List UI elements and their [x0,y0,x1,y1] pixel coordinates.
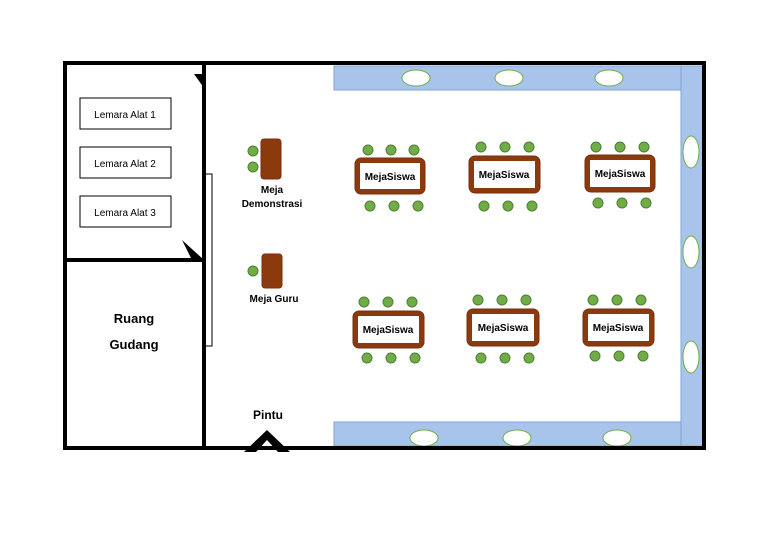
window [682,340,700,374]
teacher-table-label: Meja Guru [250,294,299,305]
chair [520,294,532,306]
student-table-group: MejaSiswa [466,294,540,364]
storage-door-marker [194,74,204,88]
walls [63,61,706,450]
chair [408,144,420,156]
chair [637,350,649,362]
chair [475,141,487,153]
cabinet-label: Lemara Alat 1 [94,110,156,121]
chair [616,197,628,209]
chair [409,352,421,364]
chair [587,294,599,306]
chair [364,200,376,212]
student-table-label: MejaSiswa [478,323,529,334]
window [602,429,632,447]
window [594,69,624,87]
chair [635,294,647,306]
storage-door-marker [182,240,204,260]
chair [640,197,652,209]
cabinet: Lemara Alat 1 [79,97,172,130]
door-marker [244,430,290,452]
chair [472,294,484,306]
window [409,429,439,447]
chair [523,141,535,153]
student-table-label: MejaSiswa [595,169,646,180]
student-table-label: MejaSiswa [479,170,530,181]
window [682,235,700,269]
student-table-group: MejaSiswa [582,294,655,362]
chair [358,296,370,308]
chair [412,200,424,212]
demo-table-label: Demonstrasi [242,199,303,210]
door-label: Pintu [253,408,283,422]
main-door: Pintu [244,408,290,452]
cabinet-label: Lemara Alat 2 [94,159,156,170]
student-table-group: MejaSiswa [468,141,541,212]
window [502,429,532,447]
whiteboard [204,173,213,347]
chair [388,200,400,212]
teacher-table: Meja Guru [247,253,299,305]
chair [526,200,538,212]
chair [592,197,604,209]
window [682,135,700,169]
windows [401,69,700,447]
chair [496,294,508,306]
chair [361,352,373,364]
chair [385,352,397,364]
student-table-label: MejaSiswa [365,172,416,183]
chair [499,141,511,153]
chair [499,352,511,364]
chair [613,350,625,362]
chair [382,296,394,308]
chair [247,145,259,157]
chair [406,296,418,308]
chair [478,200,490,212]
window [401,69,431,87]
student-table-label: MejaSiswa [593,323,644,334]
cabinet: Lemara Alat 3 [79,195,172,228]
window [494,69,524,87]
demo-table: Meja Demonstrasi [242,138,303,210]
demo-table-label: Meja [261,185,284,196]
cabinet-label: Lemara Alat 3 [94,208,156,219]
chair [523,352,535,364]
storage-room-label: Ruang [114,311,155,326]
chair [475,352,487,364]
chair [362,144,374,156]
outer-wall [63,61,706,450]
chair [247,161,259,173]
chair [638,141,650,153]
cabinet: Lemara Alat 2 [79,146,172,179]
chair [385,144,397,156]
storage-room-label: Gudang [109,337,158,352]
student-table-label: MejaSiswa [363,325,414,336]
chair [614,141,626,153]
chair [247,265,259,277]
student-table-group: MejaSiswa [584,141,656,209]
student-table-group: MejaSiswa [354,144,426,212]
chair [611,294,623,306]
chair [589,350,601,362]
chair [502,200,514,212]
chair [590,141,602,153]
student-table-group: MejaSiswa [352,296,425,364]
